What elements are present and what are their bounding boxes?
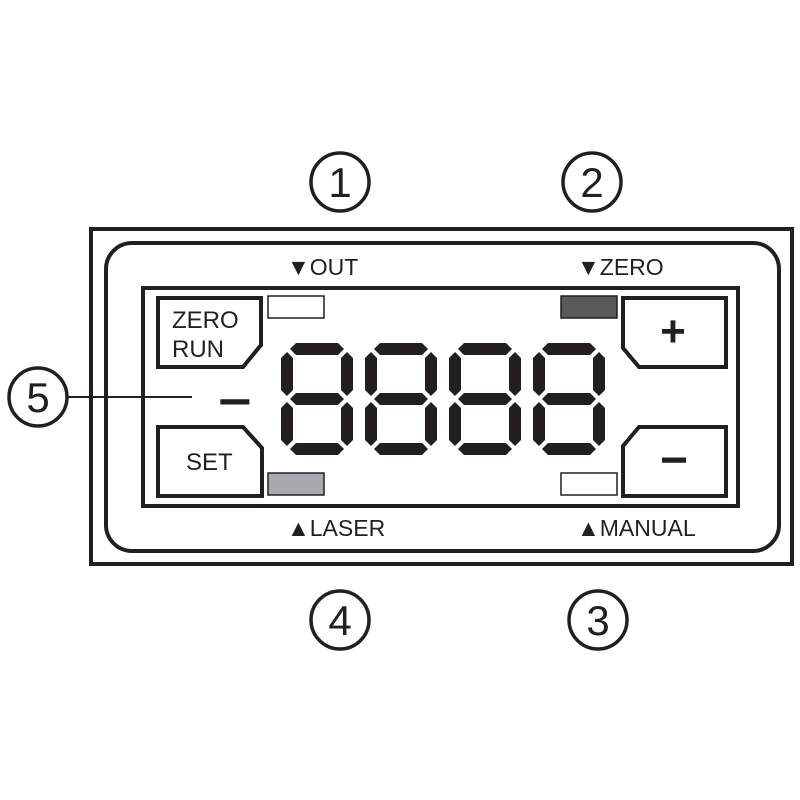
digit-4-segment-d (542, 443, 596, 455)
digit-2-segment-d (374, 443, 428, 455)
callout-5: 5 (7, 366, 192, 428)
up-marker-icon: ▲ (287, 515, 310, 541)
digit-3-segment-b (509, 352, 521, 396)
set-label: SET (186, 449, 233, 476)
zero-indicator (560, 295, 618, 319)
digit-2-segment-f (365, 352, 377, 396)
display-panel (141, 286, 740, 508)
minus-icon: − (660, 434, 688, 487)
digit-1-segment-e (281, 402, 293, 446)
plus-button[interactable]: + (621, 296, 728, 369)
up-marker-icon: ▲ (577, 515, 600, 541)
seven-segment-display (281, 343, 605, 455)
set-button[interactable]: SET (156, 425, 264, 498)
callout-3: 3 (567, 589, 629, 651)
digit-4-segment-f (533, 352, 545, 396)
digit-3-segment-e (449, 402, 461, 446)
zero-run-label-2: RUN (172, 336, 224, 363)
callout-5-number: 5 (26, 374, 49, 421)
callout-2-number: 2 (580, 159, 603, 206)
zero-label: ▼ZERO (577, 254, 664, 280)
laser-label: ▲LASER (287, 515, 385, 541)
digit-2-segment-e (365, 402, 377, 446)
callout-1: 1 (309, 151, 371, 213)
zero-label-text: ZERO (600, 254, 664, 280)
down-marker-icon: ▼ (287, 254, 310, 280)
laser-indicator (267, 472, 325, 496)
digit-1-segment-b (341, 352, 353, 396)
digit-3-segment-d (458, 443, 512, 455)
digit-4-segment-g (542, 393, 596, 405)
outer-housing (89, 227, 794, 566)
out-label: ▼OUT (287, 254, 358, 280)
digit-1-segment-a (290, 343, 344, 355)
digit-4-segment-b (593, 352, 605, 396)
manual-indicator (560, 472, 618, 496)
down-marker-icon: ▼ (577, 254, 600, 280)
plus-icon: + (660, 307, 686, 356)
callout-1-number: 1 (328, 159, 351, 206)
digit-2-segment-c (425, 402, 437, 446)
manual-label: ▲MANUAL (577, 515, 696, 541)
digit-4-segment-c (593, 402, 605, 446)
digit-3-segment-c (509, 402, 521, 446)
zero-run-button[interactable]: ZERO RUN (156, 296, 263, 369)
zero-run-label-1: ZERO (172, 307, 239, 334)
callout-2: 2 (561, 151, 623, 213)
digit-1-segment-f (281, 352, 293, 396)
minus-button[interactable]: − (621, 425, 728, 498)
out-indicator (267, 295, 325, 319)
digit-2-segment-g (374, 393, 428, 405)
callout-4: 4 (309, 589, 371, 651)
manual-label-text: MANUAL (600, 515, 696, 541)
display-minus-sign: - (216, 374, 254, 423)
digit-3-segment-g (458, 393, 512, 405)
digit-2-segment-a (374, 343, 428, 355)
laser-label-text: LASER (310, 515, 385, 541)
digit-4-segment-a (542, 343, 596, 355)
digit-1-segment-g (290, 393, 344, 405)
digit-1-segment-d (290, 443, 344, 455)
digit-1-segment-c (341, 402, 353, 446)
digit-3-segment-a (458, 343, 512, 355)
callout-4-number: 4 (328, 597, 351, 644)
digit-3-segment-f (449, 352, 461, 396)
digit-4-segment-e (533, 402, 545, 446)
digit-2-segment-b (425, 352, 437, 396)
inner-bezel (104, 241, 781, 553)
callout-3-number: 3 (586, 597, 609, 644)
out-label-text: OUT (310, 254, 359, 280)
